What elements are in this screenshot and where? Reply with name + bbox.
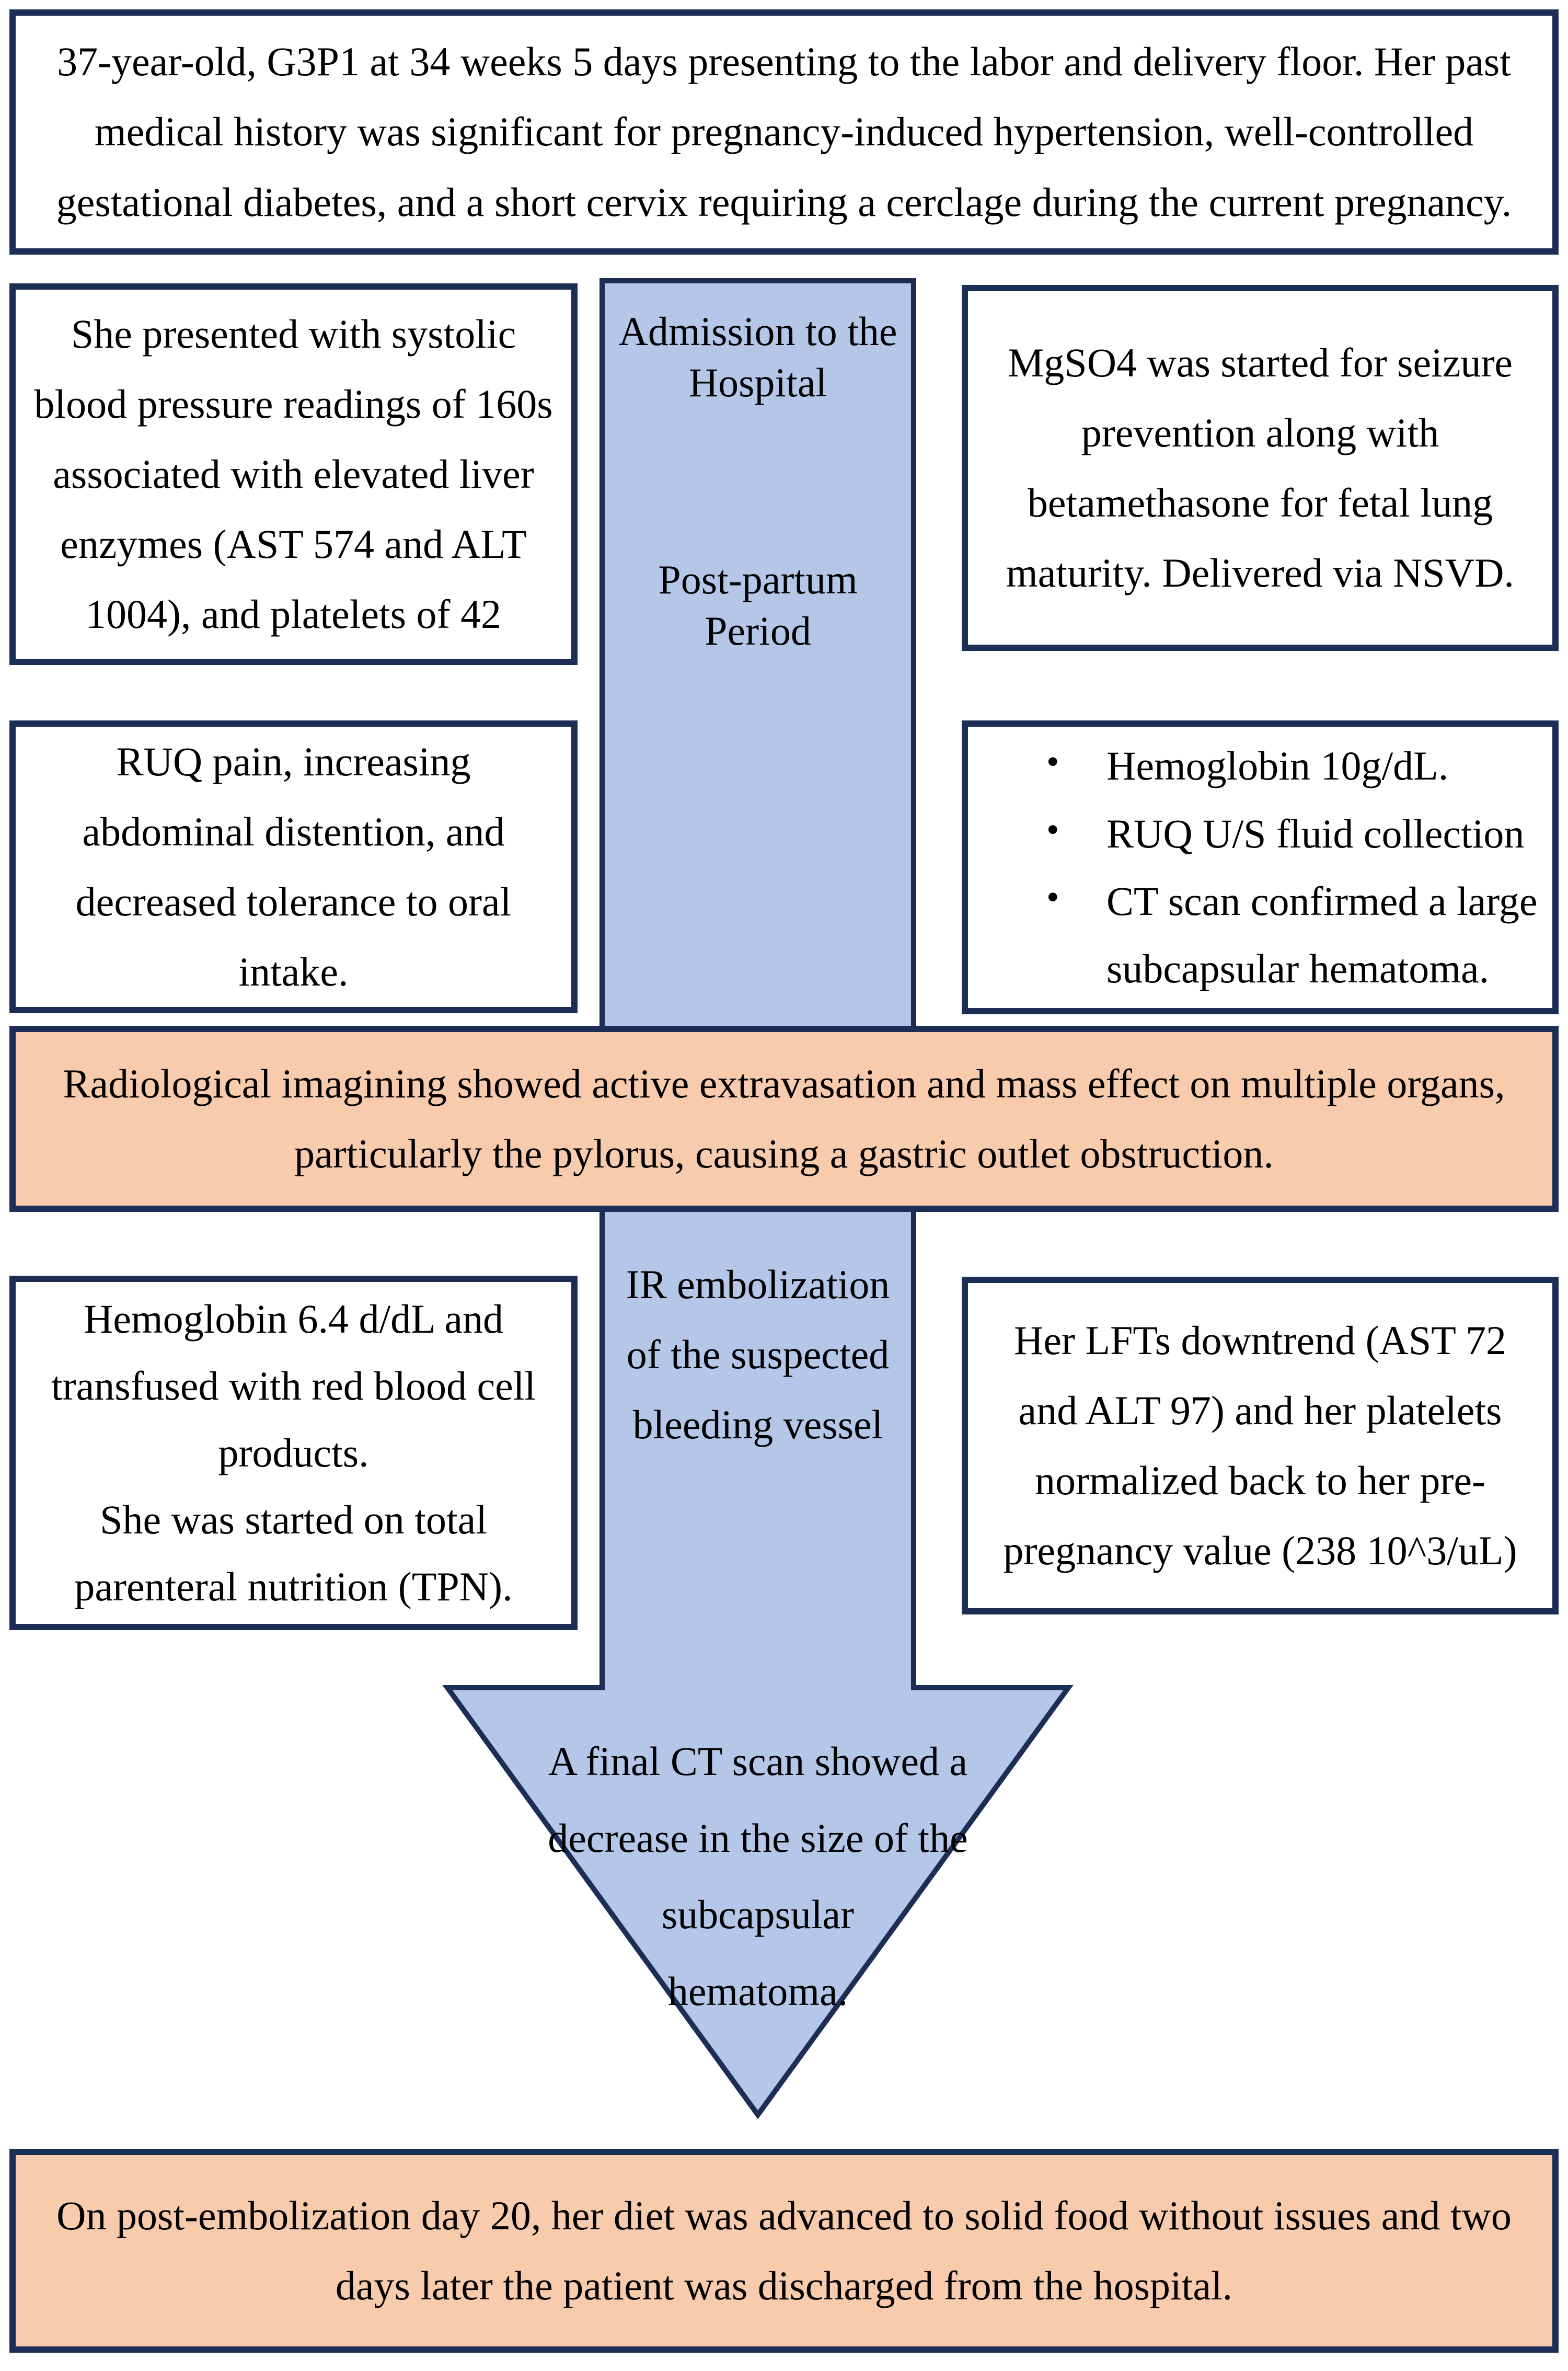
bullet-item-text: CT scan confirmed a large subcapsular he… bbox=[1106, 878, 1538, 992]
bullet-item: • Hemoglobin 10g/dL. bbox=[968, 732, 1542, 799]
final-ct-line: decrease in the size of the bbox=[548, 1815, 968, 1861]
bullet-item-text: Hemoglobin 10g/dL. bbox=[1106, 743, 1449, 789]
radiology-findings-text: Radiological imagining showed active ext… bbox=[63, 1060, 1505, 1176]
radiology-findings-banner: Radiological imagining showed active ext… bbox=[9, 1026, 1559, 1212]
stage-postpartum-label: Post-partum Period bbox=[658, 557, 858, 654]
stage-ir-embolization-label: IR embolization of the suspected bleedin… bbox=[626, 1262, 890, 1448]
presentation-vitals-labs-box: She presented with systolic blood pressu… bbox=[9, 283, 578, 665]
bullet-dot-icon: • bbox=[1046, 877, 1059, 918]
discharge-banner: On post-embolization day 20, her diet wa… bbox=[9, 2149, 1559, 2353]
bullet-dot-icon: • bbox=[1046, 742, 1059, 783]
postpartum-findings-box: • Hemoglobin 10g/dL. • RUQ U/S fluid col… bbox=[962, 720, 1559, 1014]
patient-summary-box: 37-year-old, G3P1 at 34 weeks 5 days pre… bbox=[9, 9, 1559, 255]
stage-admission-label: Admission to the Hospital bbox=[618, 308, 897, 406]
lft-platelet-recovery-box: Her LFTs downtrend (AST 72 and ALT 97) a… bbox=[962, 1277, 1559, 1614]
mgso4-delivery-box: MgSO4 was started for seizure prevention… bbox=[962, 285, 1559, 651]
hemoglobin-transfusion-tpn-box: Hemoglobin 6.4 d/dL and transfused with … bbox=[9, 1276, 578, 1630]
final-ct-line: hematoma. bbox=[667, 1968, 848, 2014]
mgso4-delivery-text: MgSO4 was started for seizure prevention… bbox=[1006, 339, 1514, 596]
final-ct-line: A final CT scan showed a bbox=[548, 1738, 968, 1784]
bullet-dot-icon: • bbox=[1046, 809, 1059, 850]
bullet-item: • CT scan confirmed a large subcapsular … bbox=[968, 867, 1542, 1003]
hemoglobin-transfusion-text: Hemoglobin 6.4 d/dL and transfused with … bbox=[51, 1296, 536, 1476]
bullet-item-text: RUQ U/S fluid collection bbox=[1106, 810, 1525, 856]
ruq-pain-symptoms-box: RUQ pain, increasing abdominal distentio… bbox=[9, 720, 578, 1013]
bullet-item: • RUQ U/S fluid collection bbox=[968, 800, 1542, 867]
final-ct-line: subcapsular bbox=[661, 1892, 855, 1938]
ruq-pain-symptoms-text: RUQ pain, increasing abdominal distentio… bbox=[75, 738, 512, 995]
presentation-vitals-labs-text: She presented with systolic blood pressu… bbox=[34, 311, 553, 637]
patient-summary-text: 37-year-old, G3P1 at 34 weeks 5 days pre… bbox=[56, 39, 1512, 225]
tpn-text: She was started on total parenteral nutr… bbox=[74, 1496, 513, 1609]
discharge-text: On post-embolization day 20, her diet wa… bbox=[56, 2192, 1512, 2308]
lft-platelet-recovery-text: Her LFTs downtrend (AST 72 and ALT 97) a… bbox=[1003, 1317, 1517, 1574]
final-ct-conclusion-label: A final CT scan showed a decrease in the… bbox=[528, 1723, 988, 2030]
